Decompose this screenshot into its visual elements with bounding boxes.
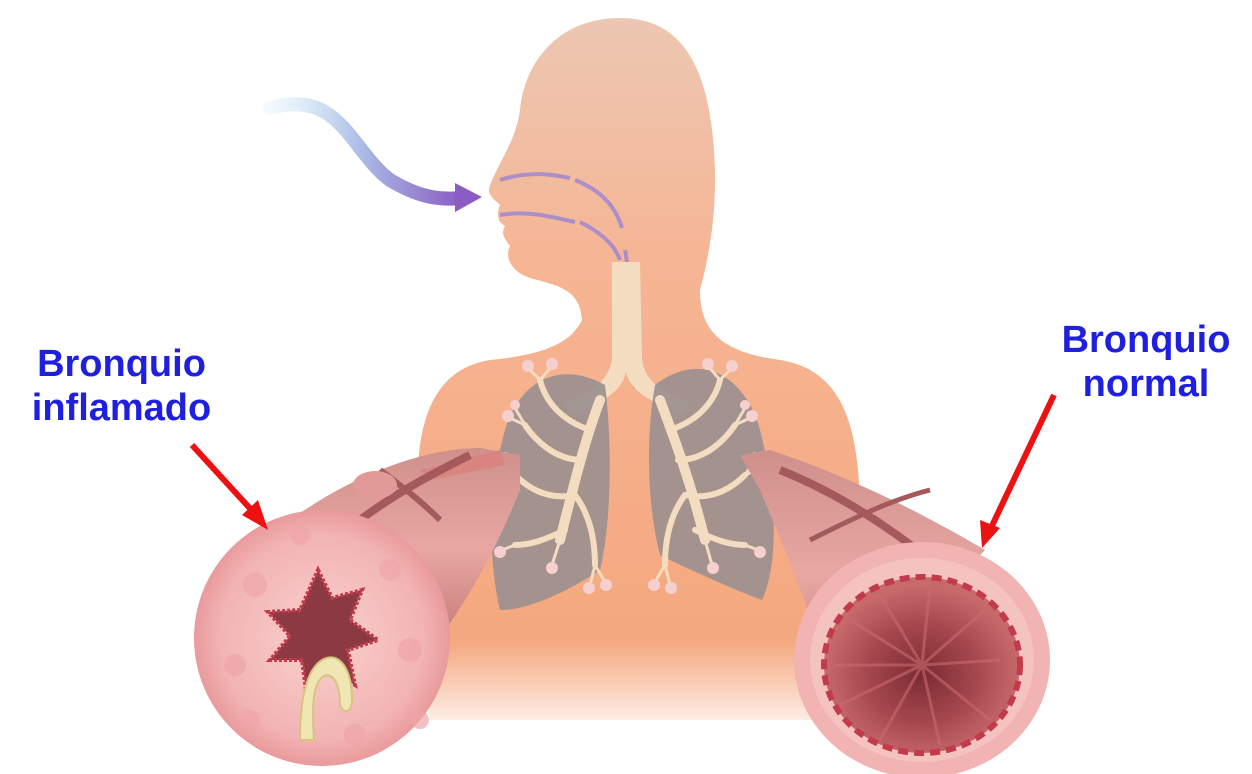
red-arrow-icon <box>192 445 268 530</box>
label-normal-line2: normal <box>1040 362 1252 406</box>
airflow-arrow-icon <box>270 104 482 212</box>
label-inflamed-bronchus: Bronquio inflamado <box>14 342 229 430</box>
label-normal-line1: Bronquio <box>1040 318 1252 362</box>
label-inflamed-line2: inflamado <box>14 386 229 430</box>
red-arrow-icon <box>980 395 1054 548</box>
label-inflamed-line1: Bronquio <box>14 342 229 386</box>
label-normal-bronchus: Bronquio normal <box>1040 318 1252 406</box>
